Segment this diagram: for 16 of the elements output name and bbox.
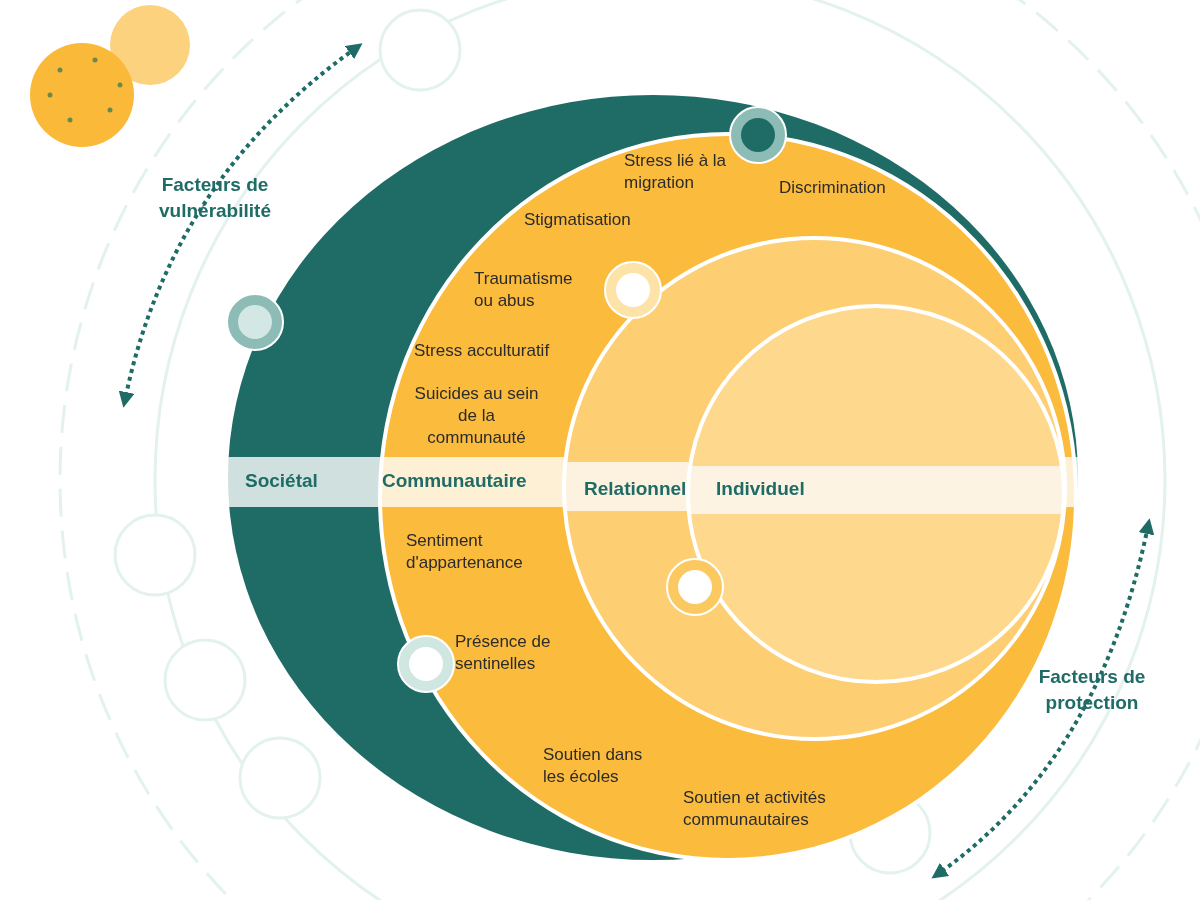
factor-label: Soutien et activités communautaires — [683, 787, 827, 832]
factor-label: Présence de sentinelles — [455, 631, 552, 676]
level-label: Relationnel — [584, 478, 687, 500]
factor-label: Stigmatisation — [524, 209, 631, 231]
factor-label: Traumatisme ou abus — [474, 268, 574, 313]
level-label: Sociétal — [245, 470, 318, 492]
factor-group-heading: Facteurs de vulnérabilité — [158, 173, 272, 223]
factor-label: Soutien dans les écoles — [543, 744, 644, 789]
factor-label: Stress lié à la migration — [624, 150, 728, 195]
factor-label: Discrimination — [779, 177, 886, 199]
factor-label: Sentiment d'appartenance — [406, 530, 524, 575]
factor-label: Suicides au sein de la communauté — [414, 383, 539, 450]
level-label: Communautaire — [382, 470, 527, 492]
factor-label: Stress acculturatif — [414, 340, 550, 362]
factor-group-heading: Facteurs de protection — [1037, 665, 1147, 715]
level-label: Individuel — [716, 478, 805, 500]
